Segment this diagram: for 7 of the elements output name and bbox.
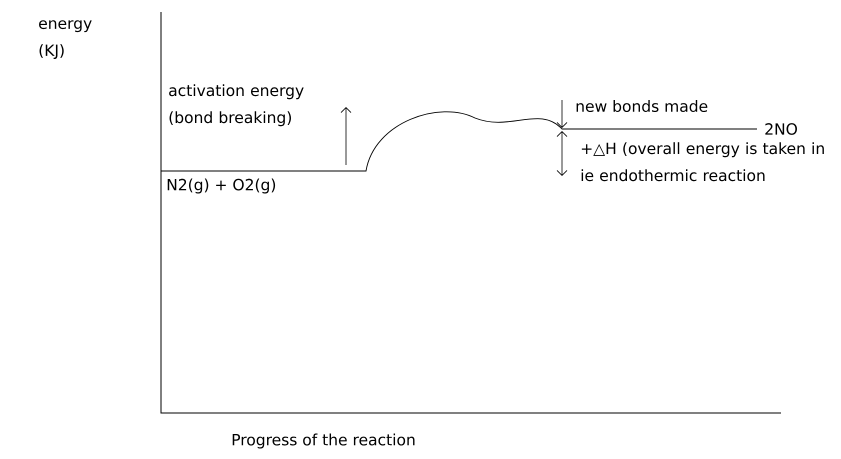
label: 2NO <box>765 123 797 135</box>
label: new bonds made <box>576 100 708 112</box>
label: N2(g) + O2(g) <box>168 178 276 194</box>
label: +△H (overall energy is taken in ie endothermic reaction <box>582 142 824 182</box>
label: Progress of the reaction <box>232 434 414 449</box>
label: activation energy (bond breaking) <box>169 84 304 126</box>
label: energy (KJ) <box>39 20 92 59</box>
